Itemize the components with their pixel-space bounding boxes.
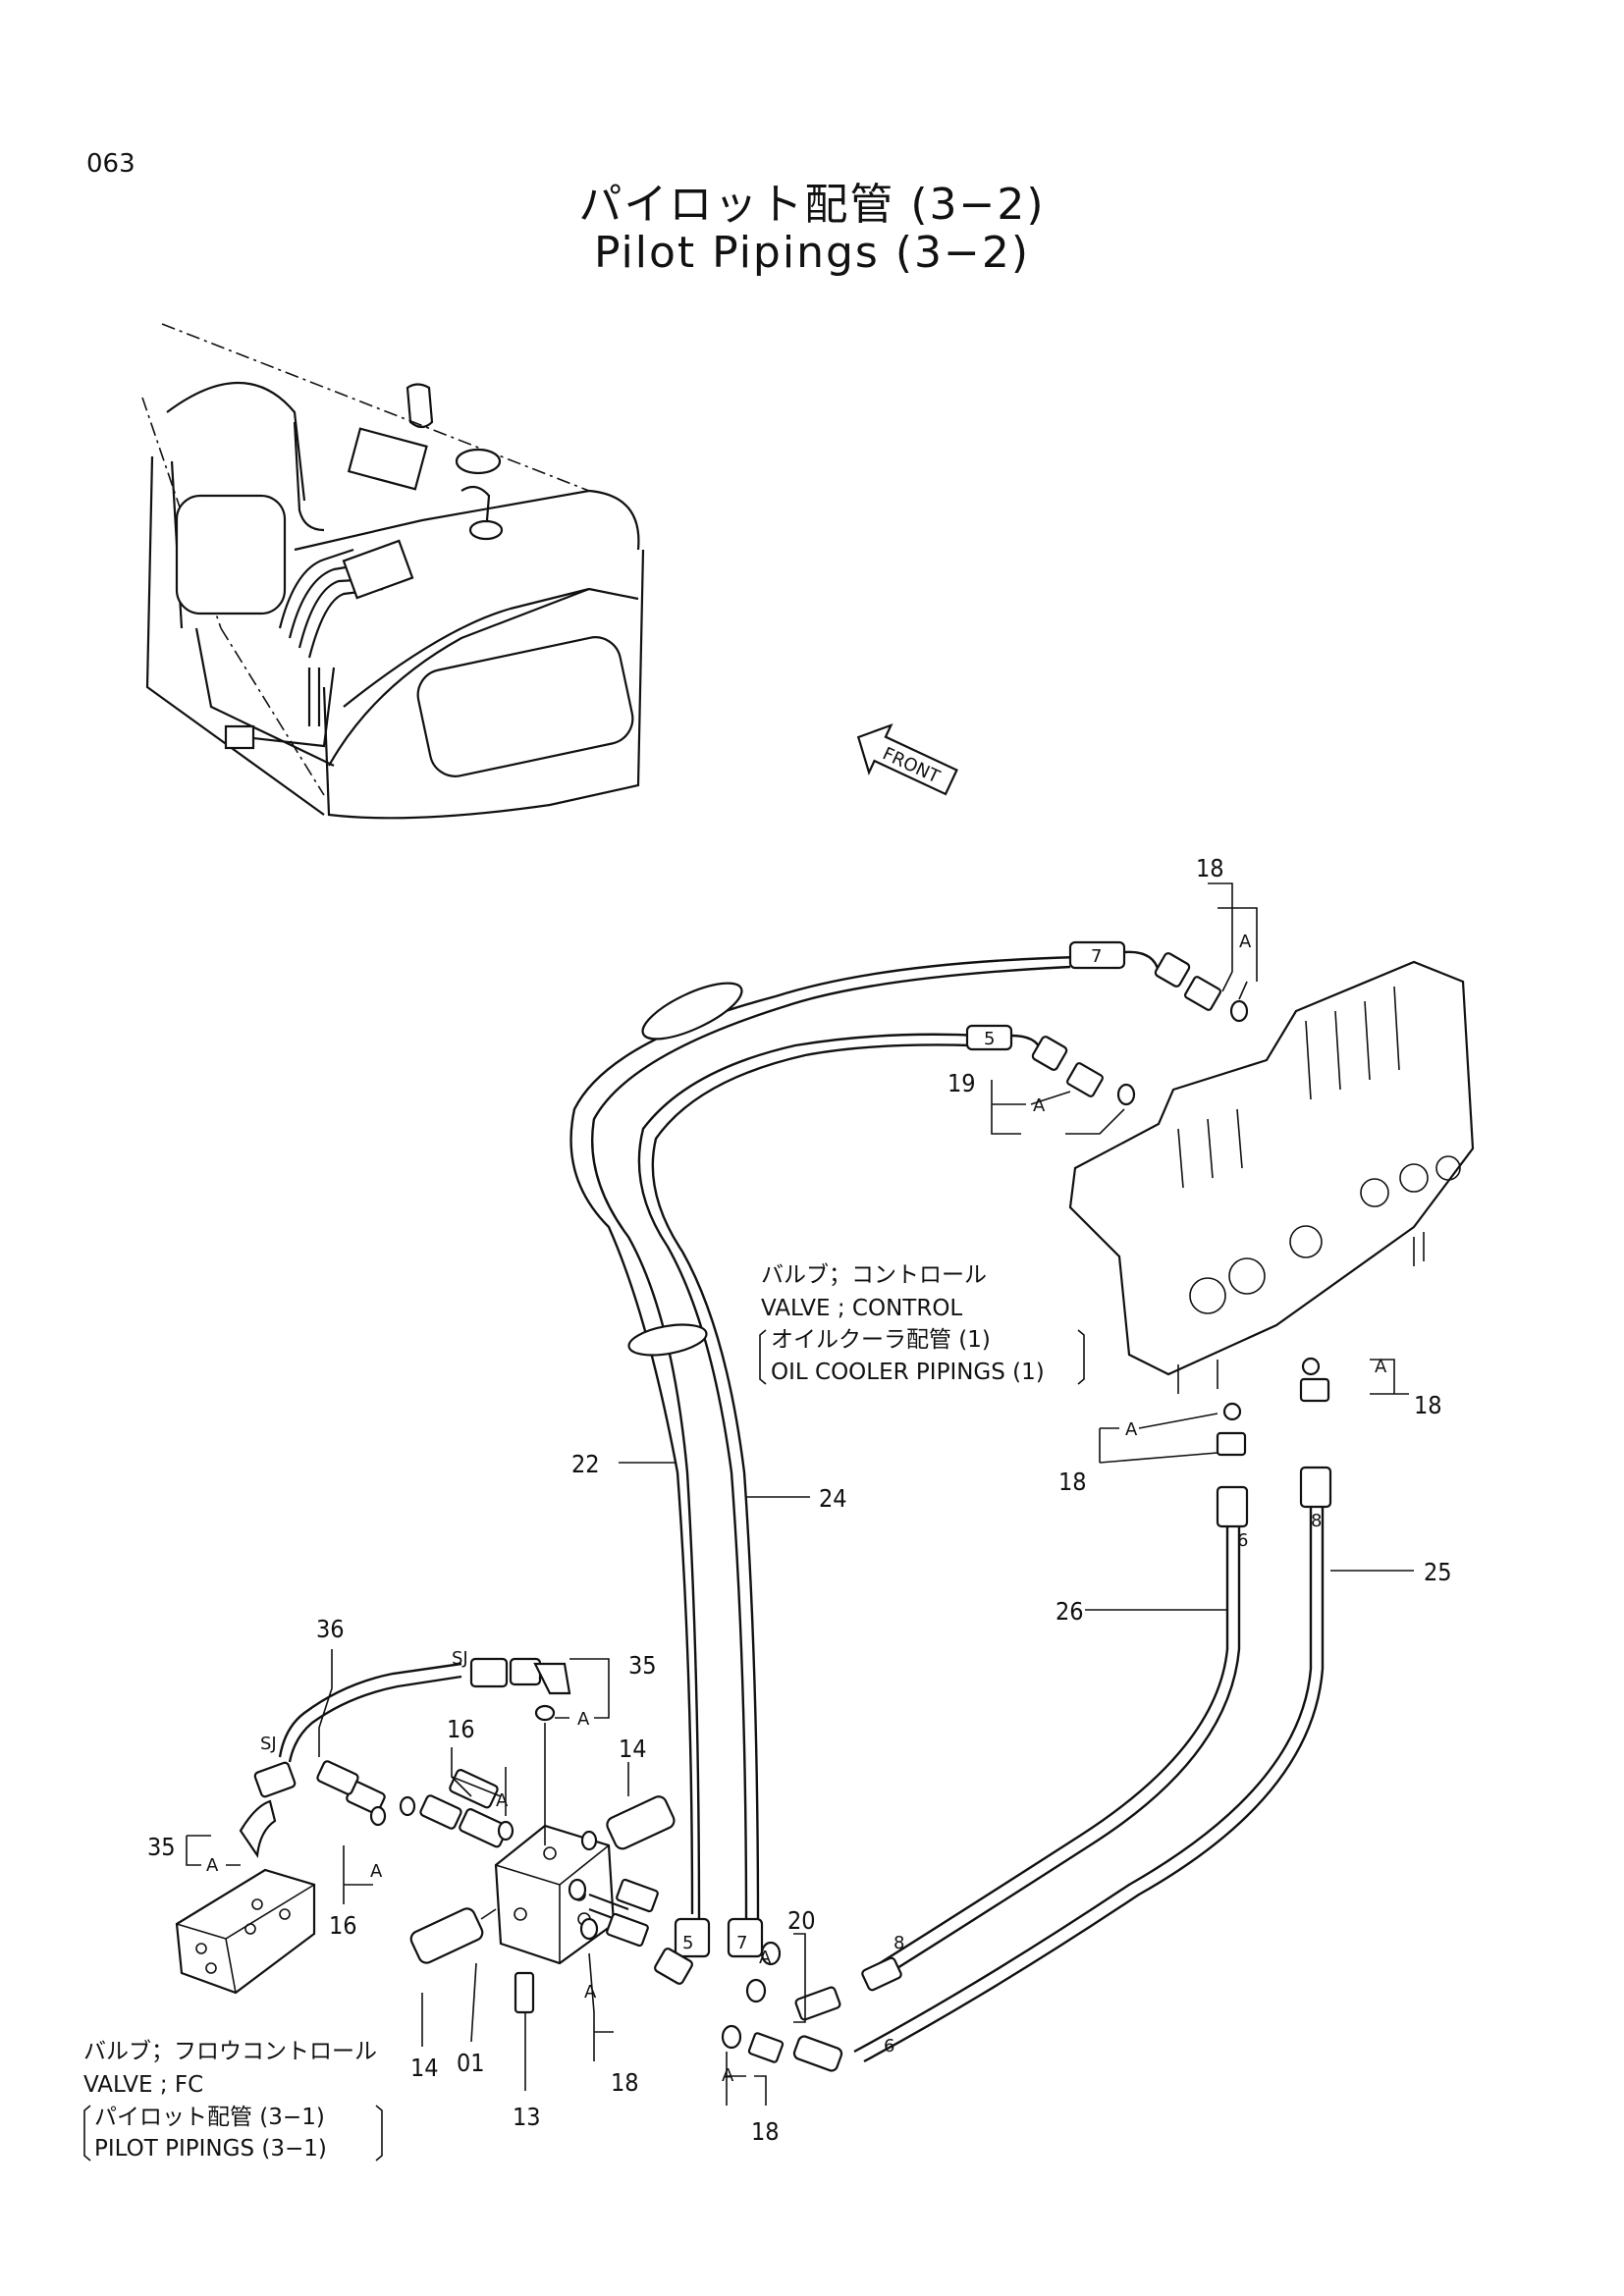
hose-tag-8-lower: 8 bbox=[893, 1933, 904, 1953]
fc-valve-ref-jp: パイロット配管 (3−1) bbox=[94, 2105, 325, 2130]
callout-25: 25 bbox=[1424, 1558, 1452, 1586]
callout-13: 13 bbox=[513, 2103, 541, 2131]
control-valve bbox=[1068, 960, 1475, 1394]
ref-a-6: A bbox=[496, 1790, 509, 1811]
callout-36: 36 bbox=[316, 1615, 345, 1643]
ref-a-4: A bbox=[1125, 1419, 1138, 1440]
callout-26: 26 bbox=[1056, 1597, 1084, 1626]
callout-22: 22 bbox=[571, 1450, 600, 1478]
control-valve-label-jp: バルブ；コントロール bbox=[761, 1262, 987, 1288]
callout-35-left: 35 bbox=[147, 1833, 176, 1861]
callout-18-bottom-right: 18 bbox=[751, 2117, 780, 2146]
callout-16-top: 16 bbox=[447, 1715, 475, 1743]
callout-20: 20 bbox=[787, 1906, 816, 1935]
fc-valve-label-jp: バルブ；フロウコントロール bbox=[83, 2039, 377, 2064]
hose-tag-7-upper: 7 bbox=[1091, 946, 1102, 967]
fc-valve-ref-en: PILOT PIPINGS (3−1) bbox=[94, 2136, 327, 2162]
ref-a-9: A bbox=[759, 1948, 772, 1968]
hose-tag-7-lower: 7 bbox=[736, 1933, 747, 1953]
callout-18-top: 18 bbox=[1196, 854, 1224, 882]
hose-tag-5-upper: 5 bbox=[984, 1029, 995, 1049]
hose-tag-5-lower: 5 bbox=[682, 1933, 693, 1953]
leader-lines bbox=[186, 882, 1414, 2106]
page-title-english: Pilot Pipings (3−2) bbox=[593, 228, 1031, 278]
callout-16-bottom: 16 bbox=[329, 1911, 357, 1940]
control-valve-ref-jp: オイルクーラ配管 (1) bbox=[771, 1327, 991, 1353]
callout-18-right: 18 bbox=[1414, 1391, 1442, 1419]
callout-18-bottom-center: 18 bbox=[611, 2068, 639, 2097]
ref-a-7: A bbox=[206, 1855, 219, 1876]
fc-valve-label: バルブ；フロウコントロール VALVE ; FC パイロット配管 (3−1) P… bbox=[83, 2039, 383, 2162]
hose-tag-6-right: 6 bbox=[1237, 1530, 1248, 1551]
callout-18-left: 18 bbox=[1058, 1468, 1087, 1496]
ref-a-3: A bbox=[1375, 1357, 1387, 1377]
hose-bundle-22-24 bbox=[569, 955, 1081, 1925]
ref-a-10: A bbox=[584, 1982, 597, 2002]
front-direction-arrow: FRONT bbox=[856, 722, 958, 796]
page-title-japanese: パイロット配管 (3−2) bbox=[578, 180, 1046, 230]
ref-a-2: A bbox=[1033, 1095, 1046, 1116]
callout-14-bottom: 14 bbox=[410, 2054, 439, 2082]
control-valve-ref-en: OIL COOLER PIPINGS (1) bbox=[771, 1360, 1045, 1385]
flow-control-block bbox=[316, 1704, 676, 2014]
callout-19: 19 bbox=[947, 1069, 976, 1097]
upper-fittings: 7 5 bbox=[965, 940, 1249, 1106]
ref-a-5: A bbox=[577, 1709, 590, 1730]
hose-tag-6-lower: 6 bbox=[884, 2036, 894, 2056]
control-valve-label: バルブ；コントロール VALVE ; CONTROL オイルクーラ配管 (1) … bbox=[759, 1262, 1085, 1385]
page-number: 063 bbox=[86, 149, 135, 179]
hose-ends-lower: 5 7 bbox=[654, 1917, 841, 2063]
hose-tag-sj-upper: SJ bbox=[452, 1648, 468, 1669]
hoses-25-26: 6 8 8 6 bbox=[792, 1357, 1332, 2072]
reference-marks: A A A A A A A A A A A bbox=[206, 932, 1387, 2086]
hose-36: SJ SJ bbox=[175, 1648, 571, 1995]
machine-overview-illustration bbox=[141, 323, 645, 820]
callout-numbers: 18 19 18 18 22 24 25 26 36 35 16 14 35 1… bbox=[147, 854, 1452, 2146]
callout-01: 01 bbox=[457, 2049, 485, 2077]
callout-14-right: 14 bbox=[619, 1735, 647, 1763]
callout-24: 24 bbox=[819, 1484, 847, 1513]
callout-35-top: 35 bbox=[628, 1651, 657, 1680]
hose-tag-8-right: 8 bbox=[1311, 1511, 1322, 1531]
ref-a-11: A bbox=[722, 2065, 734, 2086]
control-valve-label-en: VALVE ; CONTROL bbox=[761, 1296, 962, 1321]
hose-tag-sj-lower: SJ bbox=[260, 1734, 277, 1754]
fc-valve-label-en: VALVE ; FC bbox=[83, 2072, 203, 2098]
ref-a-1: A bbox=[1239, 932, 1252, 952]
ref-a-8: A bbox=[370, 1861, 383, 1882]
